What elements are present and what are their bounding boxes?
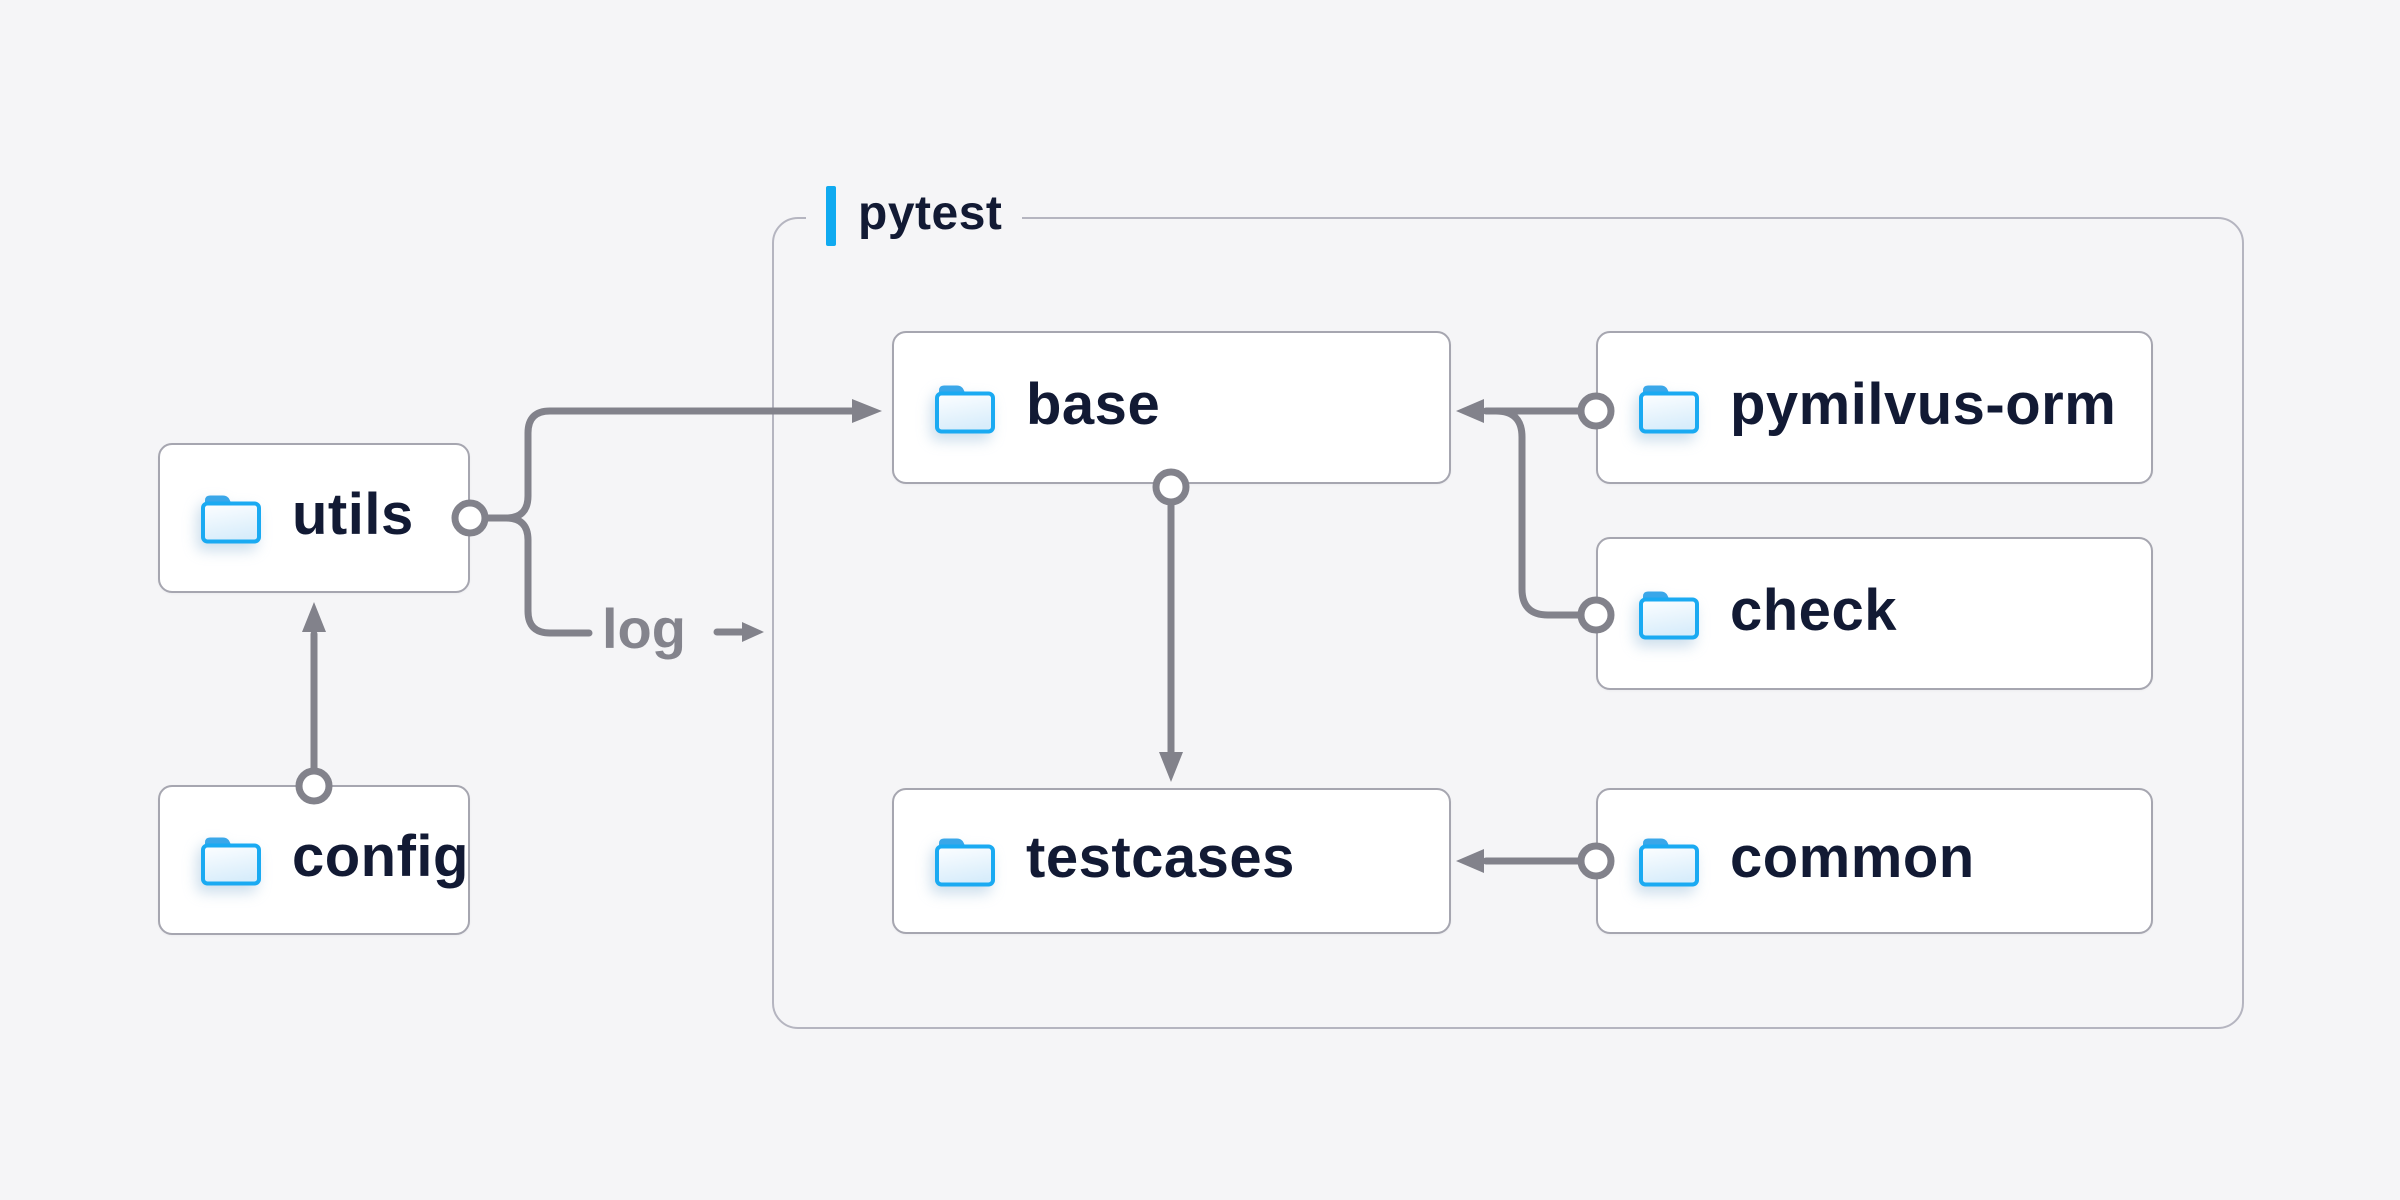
arrowhead-into-utils-bottom <box>302 602 326 632</box>
node-check: check <box>1596 537 2153 690</box>
node-label: pymilvus-orm <box>1730 371 2117 437</box>
folder-icon <box>935 836 995 887</box>
folder-icon <box>201 493 261 544</box>
group-title: pytest <box>858 187 1003 240</box>
node-label: check <box>1730 577 1897 643</box>
folder-icon <box>1639 589 1699 639</box>
node-pymilvus-orm: pymilvus-orm <box>1596 331 2153 484</box>
pytest-group-container <box>772 217 2244 1029</box>
node-testcases: testcases <box>892 788 1451 934</box>
node-config: config <box>158 785 470 935</box>
node-label: common <box>1730 825 1975 890</box>
node-common: common <box>1596 788 2153 934</box>
folder-icon <box>935 383 995 433</box>
folder-icon <box>201 835 261 886</box>
arrowhead-log <box>742 622 764 642</box>
node-utils: utils <box>158 443 470 593</box>
edge-utils-to-log <box>502 514 593 637</box>
edge-label-log: log <box>602 597 686 660</box>
node-label: utils <box>292 482 414 547</box>
pytest-group-label: pytest <box>806 184 1023 248</box>
node-label: testcases <box>1026 825 1295 890</box>
node-label: config <box>292 824 469 889</box>
accent-bar <box>826 186 836 246</box>
node-base: base <box>892 331 1451 484</box>
folder-icon <box>1639 383 1699 433</box>
node-label: base <box>1026 371 1161 437</box>
folder-icon <box>1639 836 1699 887</box>
